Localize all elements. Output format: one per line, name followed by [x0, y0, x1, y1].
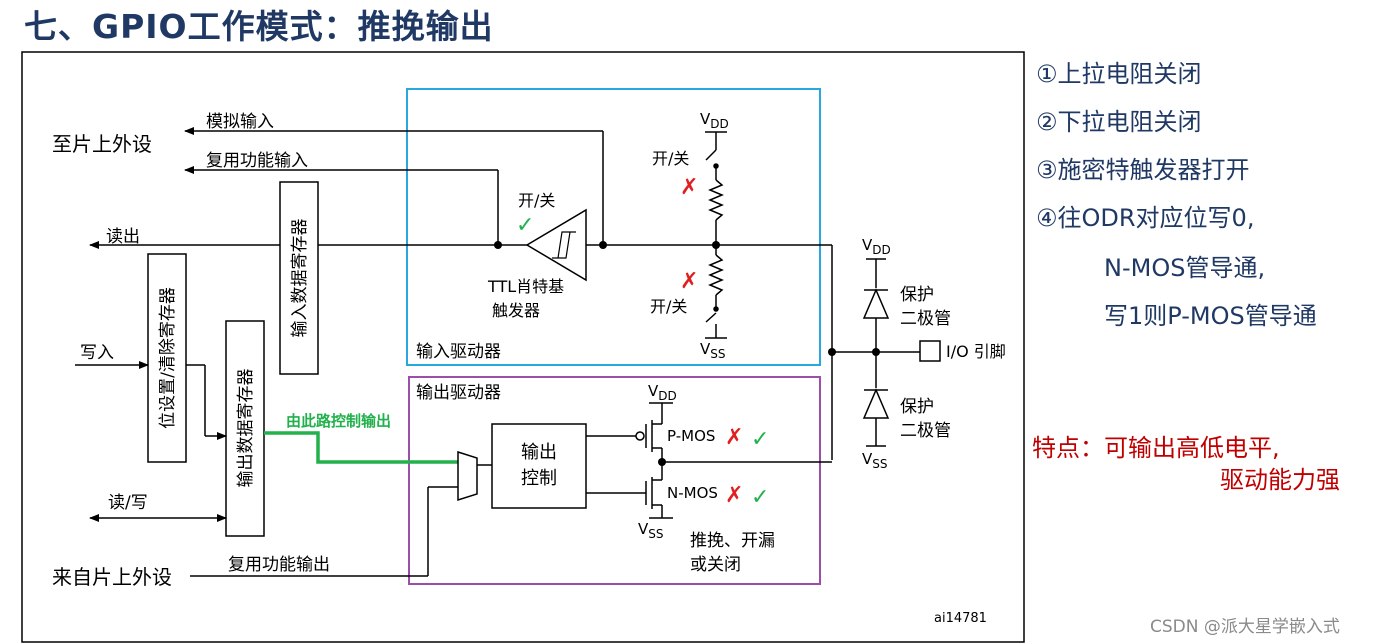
output-multiplexer: [457, 450, 478, 502]
write-in-label: 写入: [80, 343, 114, 363]
vdd-top-label: VDD: [700, 110, 729, 131]
pull-down-switch-label: 开/关: [650, 297, 687, 316]
pmos-cross-icon: ✗: [725, 425, 743, 450]
page-title: 七、GPIO工作模式：推挽输出: [24, 7, 494, 46]
note-odr: ④往ODR对应位写0,: [1036, 204, 1255, 232]
pmos-check-icon: ✓: [751, 427, 769, 452]
input-data-register-label: 输入数据寄存器: [290, 219, 310, 338]
io-pin-label: I/O 引脚: [946, 342, 1006, 361]
vdd-diode-label: VDD: [862, 236, 891, 257]
nmos-check-icon: ✓: [751, 485, 769, 510]
diagram-frame: [21, 51, 1025, 643]
protect-diode-top-line1: 保护: [900, 285, 934, 305]
nmos-cross-icon: ✗: [725, 483, 743, 508]
output-driver-box: [408, 376, 821, 585]
output-driver-label: 输出驱动器: [416, 383, 501, 403]
pull-down-circuit: [705, 245, 727, 339]
ttl-schmitt-label-line2: 触发器: [492, 301, 540, 320]
ttl-schmitt-label-line1: TTL肖特基: [487, 277, 564, 296]
read-out-label: 读出: [106, 227, 140, 247]
note-nmos: N-MOS管导通,: [1104, 254, 1266, 282]
alt-func-output-label: 复用功能输出: [228, 555, 330, 575]
note-pull-up: ①上拉电阻关闭: [1036, 60, 1202, 88]
read-write-label: 读/写: [108, 493, 148, 513]
feature-line2: 驱动能力强: [1220, 466, 1340, 494]
output-control-line1: 输出: [521, 442, 557, 463]
schmitt-trigger-symbol: [525, 208, 587, 282]
output-data-register-label: 输出数据寄存器: [236, 369, 256, 488]
input-driver-box: [406, 88, 821, 366]
from-peripheral-label: 来自片上外设: [52, 565, 172, 589]
green-control-path: [264, 431, 458, 464]
mosfet-stage: [586, 402, 832, 519]
pull-down-cross-icon: ✗: [680, 269, 698, 294]
nmos-label: N-MOS: [667, 484, 718, 502]
pull-up-circuit: [705, 131, 727, 245]
alt-func-input-label: 复用功能输入: [206, 151, 308, 171]
output-control-box: [491, 423, 587, 509]
output-data-register-box: [225, 320, 265, 537]
io-pin-square: [919, 340, 941, 362]
schmitt-switch-label: 开/关: [518, 191, 555, 210]
note-pull-down: ②下拉电阻关闭: [1036, 108, 1202, 136]
pull-up-switch-label: 开/关: [652, 149, 689, 168]
mode-label-line2: 或关闭: [690, 555, 741, 575]
analog-input-label: 模拟输入: [206, 112, 274, 132]
feature-line1: 特点：可输出高低电平,: [1032, 434, 1280, 462]
bit-set-reset-register-box: [147, 253, 187, 463]
vss-pulldown-label: VSS: [700, 340, 726, 361]
note-schmitt: ③施密特触发器打开: [1036, 156, 1250, 184]
protect-diode-top-line2: 二极管: [900, 309, 951, 329]
figure-id-label: ai14781: [934, 611, 987, 626]
watermark: CSDN @派大星学嵌入式: [1150, 617, 1340, 637]
green-path-label: 由此路控制输出: [286, 412, 391, 430]
mode-label-line1: 推挽、开漏: [690, 531, 775, 551]
input-driver-label: 输入驱动器: [416, 342, 501, 362]
schmitt-check-icon: ✓: [516, 213, 534, 238]
vdd-pmos-label: VDD: [648, 382, 677, 403]
vss-diode-label: VSS: [862, 450, 888, 471]
pull-up-cross-icon: ✗: [680, 175, 698, 200]
note-pmos: 写1则P-MOS管导通: [1104, 302, 1317, 330]
input-data-register-box: [279, 181, 319, 375]
output-control-line2: 控制: [521, 468, 557, 489]
protect-diode-bottom-line1: 保护: [900, 397, 934, 417]
pmos-label: P-MOS: [667, 427, 715, 445]
vss-nmos-label: VSS: [638, 520, 664, 541]
to-peripheral-label: 至片上外设: [52, 132, 152, 156]
bit-set-reset-register-label: 位设置/清除寄存器: [158, 287, 178, 429]
protect-diode-bottom-line2: 二极管: [900, 421, 951, 441]
protection-diodes: [862, 258, 890, 447]
